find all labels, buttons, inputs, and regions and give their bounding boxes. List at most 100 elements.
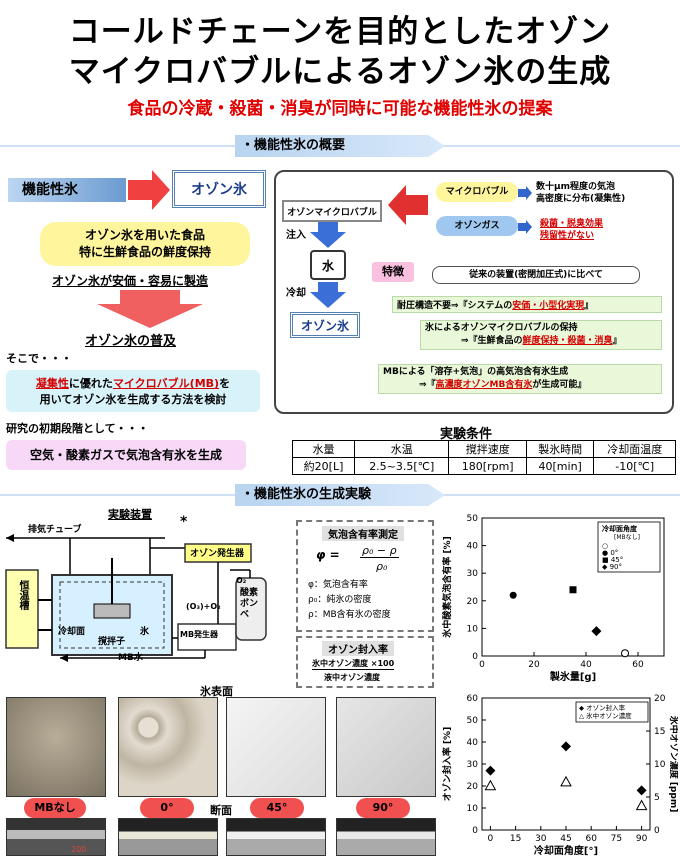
chart1-legend-entry-1: ● 0° (602, 549, 618, 557)
chart2-xtick-label-3: 45 (560, 834, 571, 844)
mb-term: マイクロバブル(MB) (112, 377, 220, 390)
mb-desc-2: 高密度に分布(凝集性) (536, 194, 626, 204)
ozone-rate-title: オゾン封入率 (322, 641, 394, 656)
ozone-rate-numerator: 氷中オゾン濃度 ×100 (312, 659, 395, 670)
stirrer-label: 撹拌子 (98, 637, 126, 647)
chart2-conc-point-0 (484, 779, 497, 791)
apparatus-title: 実験装置 (108, 508, 152, 521)
chart1-xtick-label-3: 60 (632, 660, 644, 670)
chart2-ylabel: オゾン封入率 [%] (441, 727, 453, 801)
f3b: ⇒『 (419, 380, 436, 390)
chart1-xlabel: 製氷量[g] (549, 670, 596, 683)
method-mid: に優れた (68, 377, 113, 390)
oxygen-cylinder-label: 酸素ボンベ (240, 588, 259, 620)
conditions-table: 水量水温撹拌速度製氷時間冷却面温度 約20[L]2.5~3.5[℃]180[rp… (291, 440, 676, 475)
formula-l1: φ：気泡含有率 (308, 580, 368, 590)
cohesion-term: 凝集性 (35, 377, 69, 390)
chart2-ytick-label-4: 40 (467, 738, 479, 748)
photo-section-45 (226, 818, 326, 856)
food-line-2: 特に生鮮食品の鮮度保持 (78, 245, 211, 259)
chart2-y2tick-label-4: 20 (654, 694, 666, 704)
formula-legend: φ：気泡含有率 ρ₀：純氷の密度 ρ：MB含有氷の密度 (308, 578, 391, 623)
cond-h4: 冷却面温度 (593, 440, 676, 458)
cond-h2: 撹拌速度 (448, 440, 527, 458)
ozone-ice-box: オゾン氷 (172, 170, 266, 208)
mb-generator-label: MB発生器 (180, 630, 219, 639)
feature-2: 氷によるオゾンマイクロバブルの保持⇒『生鮮食品の鮮度保持・殺菌・消臭』 (420, 320, 662, 350)
gas-description: 殺菌・脱臭効果残留性がない (540, 218, 603, 242)
chart1-plot-frame (481, 517, 665, 657)
formula-numerator: ρ₀ − ρ (360, 544, 399, 558)
arrow-down-blue-icon-2 (310, 282, 346, 308)
title-line-1: コールドチェーンを目的としたオゾン (68, 14, 612, 50)
chart2-y2tick-label-2: 10 (654, 760, 666, 770)
photo-surface-no-mb (6, 697, 106, 797)
food-line-1: オゾン氷を用いた食品 (84, 228, 205, 242)
label-no-mb: MBなし (24, 798, 86, 818)
cool-label: 冷却 (286, 288, 306, 299)
chart2-xtick-label-4: 60 (585, 834, 597, 844)
cond-v2: 180[rpm] (448, 457, 527, 475)
inject-label: 注入 (286, 230, 306, 241)
chart1-point-1-0 (509, 591, 517, 599)
food-benefit-cloud: オゾン氷を用いた食品 特に生鮮食品の鮮度保持 (40, 222, 250, 266)
cond-v0: 約20[L] (291, 457, 356, 475)
chart1-xtick-label-1: 20 (528, 660, 540, 670)
f2a: 氷によるオゾンマイクロバブルの保持 (425, 323, 578, 333)
arrow-down-blue-icon (310, 222, 346, 248)
formula-title: 気泡含有率測定 (322, 526, 404, 541)
formula-l3: ρ：MB含有氷の密度 (308, 610, 391, 620)
label-45-deg: 45° (250, 798, 304, 818)
chart1-xtick-label-0: 0 (479, 660, 485, 670)
exhaust-label: 排気チューブ (28, 525, 82, 535)
microbubble-tag: マイクロバブル (436, 182, 518, 202)
gas-desc-1: 殺菌・脱臭効果 (540, 219, 604, 229)
chart1-xtick-label-2: 40 (580, 660, 592, 670)
chart2-conc-point-1 (560, 775, 572, 787)
apparatus-diagram (5, 534, 267, 662)
conditions-title: 実験条件 (440, 427, 493, 442)
chart1-point-2-0 (569, 586, 577, 594)
ozone-mb-box: オゾンマイクロバブル (282, 200, 382, 222)
formula-l2: ρ₀：純氷の密度 (308, 595, 372, 605)
feature-1: 耐圧構造不要⇒『システムの安価・小型化実現』 (392, 296, 662, 313)
chart2-xtick-label-5: 75 (611, 834, 622, 844)
chart1-ytick-label-1: 10 (467, 624, 479, 634)
chart2-legend-entry-0: ◆ オゾン封入率 (579, 703, 626, 712)
gas-desc-2: 残留性がない (540, 231, 595, 241)
chart2-rate-point-0 (485, 765, 496, 776)
chart2-y2tick-label-1: 5 (654, 793, 660, 803)
method-box: 凝集性に優れたマイクロバブル(MB)を 用いてオゾン氷を生成する方法を検討 (6, 370, 260, 412)
photo-section-90 (336, 818, 436, 856)
chart1-ytick-label-0: 0 (472, 652, 478, 662)
method-line-2: 用いてオゾン氷を生成する方法を検討 (39, 393, 227, 406)
overview-panel (274, 170, 674, 414)
chart2-legend-box (575, 701, 649, 723)
chart1-ytick-label-5: 50 (467, 514, 479, 524)
f3c: 高濃度オゾンMB含有氷 (435, 380, 533, 390)
arrow-right-small-icon (518, 186, 532, 200)
mb-desc-1: 数十μm程度の気泡 (536, 182, 616, 192)
chart2-ytick-label-1: 10 (467, 804, 479, 814)
feature-tag: 特徴 (372, 262, 414, 282)
o2-label: O₂ (236, 576, 247, 585)
arrow-left-red-icon (388, 185, 428, 225)
chart1-legend-box (597, 521, 661, 573)
functional-ice-label: 機能性氷 (8, 178, 126, 202)
photo-surface-0 (118, 697, 218, 797)
chart1-ytick-label-3: 30 (467, 569, 479, 579)
formula-denominator: ρ₀ (376, 560, 388, 573)
chart2-y2tick-label-0: 0 (654, 826, 660, 836)
thermostat-label: 恒温槽 (17, 580, 28, 610)
chart2-ytick-label-0: 0 (472, 826, 478, 836)
f1a: 耐圧構造不要⇒『システムの (397, 301, 513, 311)
cond-h1: 水温 (354, 440, 450, 458)
compare-note: 従来の装置(密閉加圧式)に比べて (432, 266, 640, 284)
cond-h0: 水量 (291, 440, 356, 458)
chart1-legend-entry-3: ◆ 90° (602, 563, 622, 571)
chart2-ytick-label-6: 60 (467, 694, 479, 704)
ice-label: 氷 (140, 627, 150, 637)
photo-section-0 (118, 818, 218, 856)
chart1-legend-title: 冷却面角度 (602, 524, 638, 533)
